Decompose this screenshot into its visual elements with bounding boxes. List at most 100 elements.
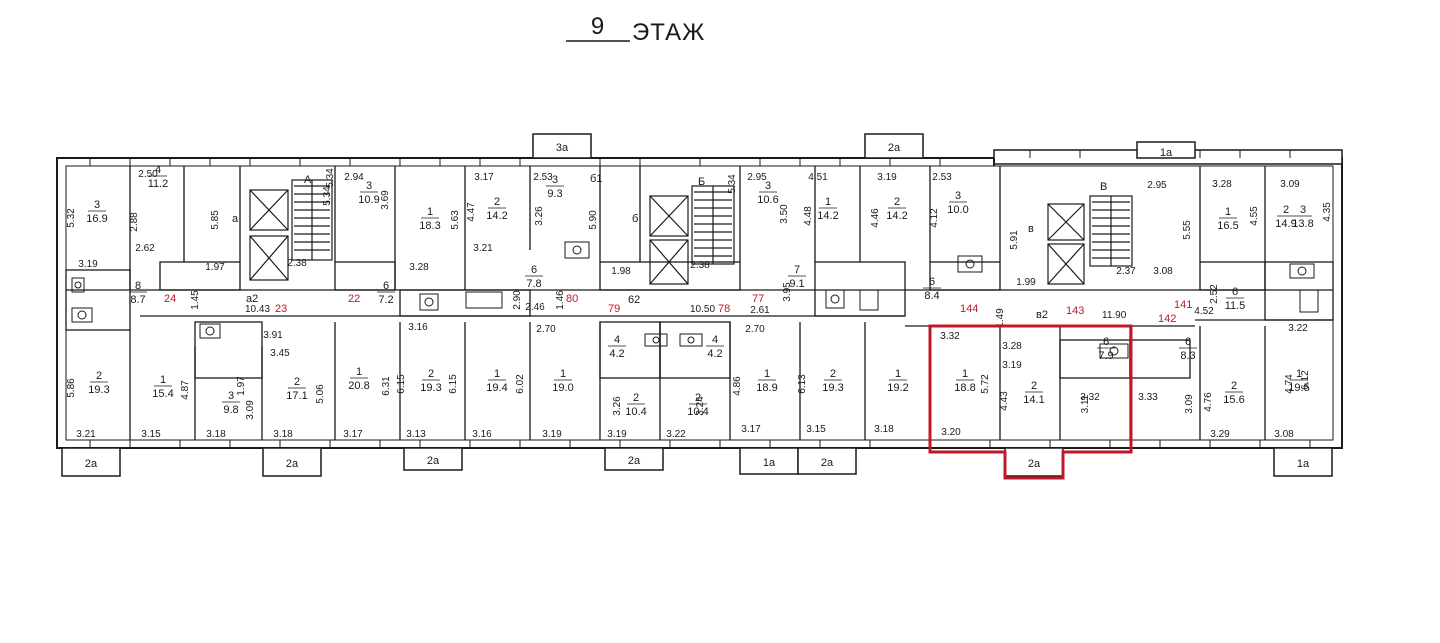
dimension-label: 3.19 — [78, 259, 98, 270]
dimension-label: 1.99 — [1016, 277, 1036, 288]
dimension-label: 4.43 — [999, 391, 1010, 411]
room-area: 18.8 — [954, 382, 975, 394]
balcony-labels: 3а 2а 1а 2а 2а 2а 2а 1а 2а 2а 1а — [85, 142, 1310, 470]
dimension-label: 2.94 — [344, 172, 364, 183]
dimension-label: 4.47 — [466, 202, 477, 222]
dimension-label: 5.34 — [325, 168, 336, 188]
dimension-label: 3.18 — [206, 429, 226, 440]
room-number: 1 — [560, 368, 566, 380]
dimension-label: 5.06 — [315, 384, 326, 404]
room-number: 6 — [1103, 336, 1109, 348]
room-area: 17.1 — [286, 390, 307, 402]
room-area: 11.2 — [148, 178, 169, 190]
dimension-label: 3.09 — [1184, 394, 1195, 414]
dimension-label: 2.90 — [512, 290, 523, 310]
dimension-label: 3.69 — [380, 190, 391, 210]
room-number: 7 — [794, 264, 800, 276]
dimension-label: 3.19 — [877, 172, 897, 183]
room-number: 8 — [135, 280, 141, 292]
floor-word: ЭТАЖ — [632, 19, 705, 46]
dimension-label: 3.33 — [1138, 392, 1158, 403]
room-area: 14.2 — [486, 210, 507, 222]
room-area: 19.3 — [88, 384, 109, 396]
dimension-label: 3.08 — [1153, 266, 1173, 277]
dimension-label: 5.90 — [588, 210, 599, 230]
apartment-number: 24 — [164, 293, 176, 305]
dimension-label: 3.20 — [941, 427, 961, 438]
dimension-label: 6.31 — [381, 376, 392, 396]
dimension-label: 5.63 — [450, 210, 461, 230]
room-area: 15.4 — [152, 388, 173, 400]
dimension-label: 3.32 — [940, 331, 960, 342]
apartment-number: 141 — [1174, 299, 1192, 311]
hall-label: а2 — [246, 293, 258, 305]
balcony-label: 2а — [821, 457, 834, 469]
dimension-label: 2.95 — [1147, 180, 1167, 191]
dimension-label: 2.62 — [135, 243, 155, 254]
dimension-label: 2.53 — [932, 172, 952, 183]
dimension-label: 3.28 — [1002, 341, 1022, 352]
room-number: 1 — [962, 368, 968, 380]
room-number: 2 — [1283, 204, 1289, 216]
dimension-label: 3.09 — [245, 400, 256, 420]
room-number: 3 — [765, 180, 771, 192]
dimension-label: 2.53 — [533, 172, 553, 183]
room-number: 6 — [531, 264, 537, 276]
room-area: 7.2 — [378, 294, 393, 306]
room-number: 2 — [894, 196, 900, 208]
corridor-number: 62 — [628, 294, 640, 306]
room-area: 8.3 — [1180, 350, 1195, 362]
room-area: 14.1 — [1023, 394, 1044, 406]
dimension-label: 3.16 — [408, 322, 428, 333]
dimension-label: 3.19 — [542, 429, 562, 440]
dimension-label: 3.29 — [1210, 429, 1230, 440]
dimension-label: 3.22 — [1288, 323, 1308, 334]
room-area: 10.6 — [757, 194, 778, 206]
room-area: 19.4 — [486, 382, 507, 394]
dimension-label: 4.51 — [808, 172, 828, 183]
apartment-number: 80 — [566, 293, 578, 305]
dimension-label: 3.08 — [1274, 429, 1294, 440]
dimension-label: 4.52 — [1194, 306, 1214, 317]
dimension-label: 4.55 — [1249, 206, 1260, 226]
section-letter: А — [304, 174, 312, 186]
window-ticks — [89, 150, 1311, 448]
room-area: 8.7 — [130, 294, 145, 306]
room-number: 1 — [356, 366, 362, 378]
dimension-label: 3.15 — [806, 424, 826, 435]
balcony-label: 1а — [763, 457, 776, 469]
balcony-label: 2а — [286, 458, 299, 470]
dimension-label: 6.12 — [1300, 370, 1311, 390]
room-number: 3 — [228, 390, 234, 402]
dimension-label: 4.12 — [929, 208, 940, 228]
dimension-label: 1.98 — [611, 266, 631, 277]
room-area: 4.2 — [609, 348, 624, 360]
room-area: 10.9 — [358, 194, 379, 206]
dimension-label: 3.95 — [782, 282, 793, 302]
dimension-label: 1.97 — [205, 262, 225, 273]
balcony-label: 2а — [1028, 458, 1041, 470]
room-number: 1 — [427, 206, 433, 218]
dimension-label: 3.17 — [474, 172, 494, 183]
room-number: 2 — [96, 370, 102, 382]
dimension-label: 2.70 — [536, 324, 556, 335]
room-area: 13.8 — [1292, 218, 1313, 230]
room-number: 2 — [633, 392, 639, 404]
room-area: 19.5 — [1288, 382, 1309, 394]
dimension-label: 3.11 — [1080, 394, 1091, 413]
dimension-label: 3.19 — [607, 429, 627, 440]
dimension-label: 3.18 — [273, 429, 293, 440]
room-number: 6 — [929, 276, 935, 288]
hall-label: б1 — [590, 173, 602, 185]
room-number: 2 — [1031, 380, 1037, 392]
room-number: 1 — [160, 374, 166, 386]
room-number: 1 — [895, 368, 901, 380]
dimension-label: 3.17 — [741, 424, 761, 435]
room-area: 10.0 — [947, 204, 968, 216]
dimension-label: 3.19 — [1002, 360, 1022, 371]
dimension-label: 3.26 — [612, 396, 623, 416]
corridor-length: 10.50 — [690, 304, 715, 315]
dimension-label: 5.85 — [210, 210, 221, 230]
dimension-label: 2.50 — [138, 169, 158, 180]
